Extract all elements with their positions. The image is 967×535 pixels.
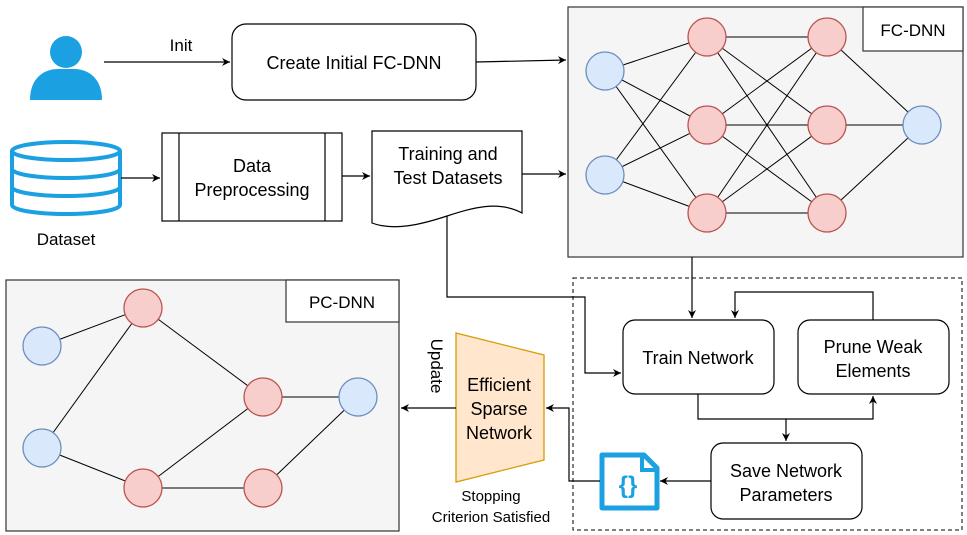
fc-dnn-nodes <box>585 17 942 233</box>
datasets-label-line1: Training and <box>398 144 497 164</box>
fc-hidden-node <box>687 105 727 145</box>
datasets-label-line2: Test Datasets <box>393 168 502 188</box>
training-loop-region <box>572 277 963 531</box>
pc-edge <box>142 307 264 398</box>
pc-input-node <box>22 326 62 366</box>
fc-output-node <box>902 105 942 145</box>
update-label: Update <box>427 339 446 394</box>
fc-edge <box>826 36 923 126</box>
fc-hidden-node <box>687 193 727 233</box>
datasets-document-shape <box>371 130 523 228</box>
fc-hidden-node <box>687 17 727 57</box>
pc-edge <box>41 307 144 449</box>
prune-to-train-arrow <box>731 291 874 320</box>
fc-input-node <box>585 155 625 195</box>
stopping-label-line1: Stopping <box>461 488 520 505</box>
stopping-label-line2: Criterion Satisfied <box>432 509 550 526</box>
save-to-prune-arrow <box>786 396 877 420</box>
efficient-label-line1: Efficient <box>467 375 531 395</box>
train-to-save-arrow <box>697 394 790 441</box>
json-to-efficient-arrow <box>546 404 600 482</box>
save-network-label-line2: Parameters <box>739 485 832 505</box>
fc-edge <box>604 70 708 214</box>
efficient-network-shape <box>455 332 545 483</box>
save-network-box <box>710 442 863 520</box>
fc-edge <box>604 36 708 176</box>
fc-dnn-title-box <box>862 6 964 52</box>
fc-input-node <box>585 51 625 91</box>
prune-label-line1: Prune Weak <box>824 337 924 357</box>
preprocessing-label-line2: Preprocessing <box>194 180 309 200</box>
save-network-label-line1: Save Network <box>730 461 843 481</box>
efficient-label-line3: Network <box>466 423 533 443</box>
dataset-label: Dataset <box>37 230 96 249</box>
pc-hidden-node <box>243 377 283 417</box>
pc-dnn-title: PC-DNN <box>309 293 375 312</box>
create-to-fc-arrow <box>475 56 567 65</box>
create-fc-dnn-label: Create Initial FC-DNN <box>266 53 441 73</box>
fc-hidden-node <box>807 105 847 145</box>
pc-dnn-title-box <box>285 279 400 323</box>
efficient-label-line2: Sparse <box>470 399 527 419</box>
init-label: Init <box>170 36 193 55</box>
prune-label-line2: Elements <box>835 361 910 381</box>
pc-hidden-node <box>123 468 163 508</box>
pc-hidden-node <box>123 288 163 328</box>
pc-dnn-nodes <box>22 288 378 508</box>
fc-dnn-edges <box>604 36 923 214</box>
pc-edge <box>142 396 264 489</box>
pc-edge <box>262 396 359 489</box>
fc-hidden-node <box>807 17 847 57</box>
user-icon <box>30 36 102 100</box>
svg-text:{}: {} <box>619 472 638 499</box>
datasets-to-train-arrow <box>446 216 621 377</box>
fc-edge <box>706 124 828 214</box>
pc-output-node <box>338 377 378 417</box>
pc-hidden-node <box>243 468 283 508</box>
train-network-label: Train Network <box>642 348 754 368</box>
prune-box <box>797 319 950 395</box>
fc-edge <box>706 36 828 126</box>
preprocessing-box <box>161 132 343 222</box>
preprocessing-label-line1: Data <box>233 156 272 176</box>
pc-input-node <box>22 428 62 468</box>
fc-dnn-title: FC-DNN <box>880 21 945 40</box>
json-file-icon: {} <box>599 452 660 511</box>
fc-edge <box>826 124 923 214</box>
fc-hidden-node <box>807 193 847 233</box>
database-icon <box>10 140 122 216</box>
fc-edge <box>706 36 828 214</box>
